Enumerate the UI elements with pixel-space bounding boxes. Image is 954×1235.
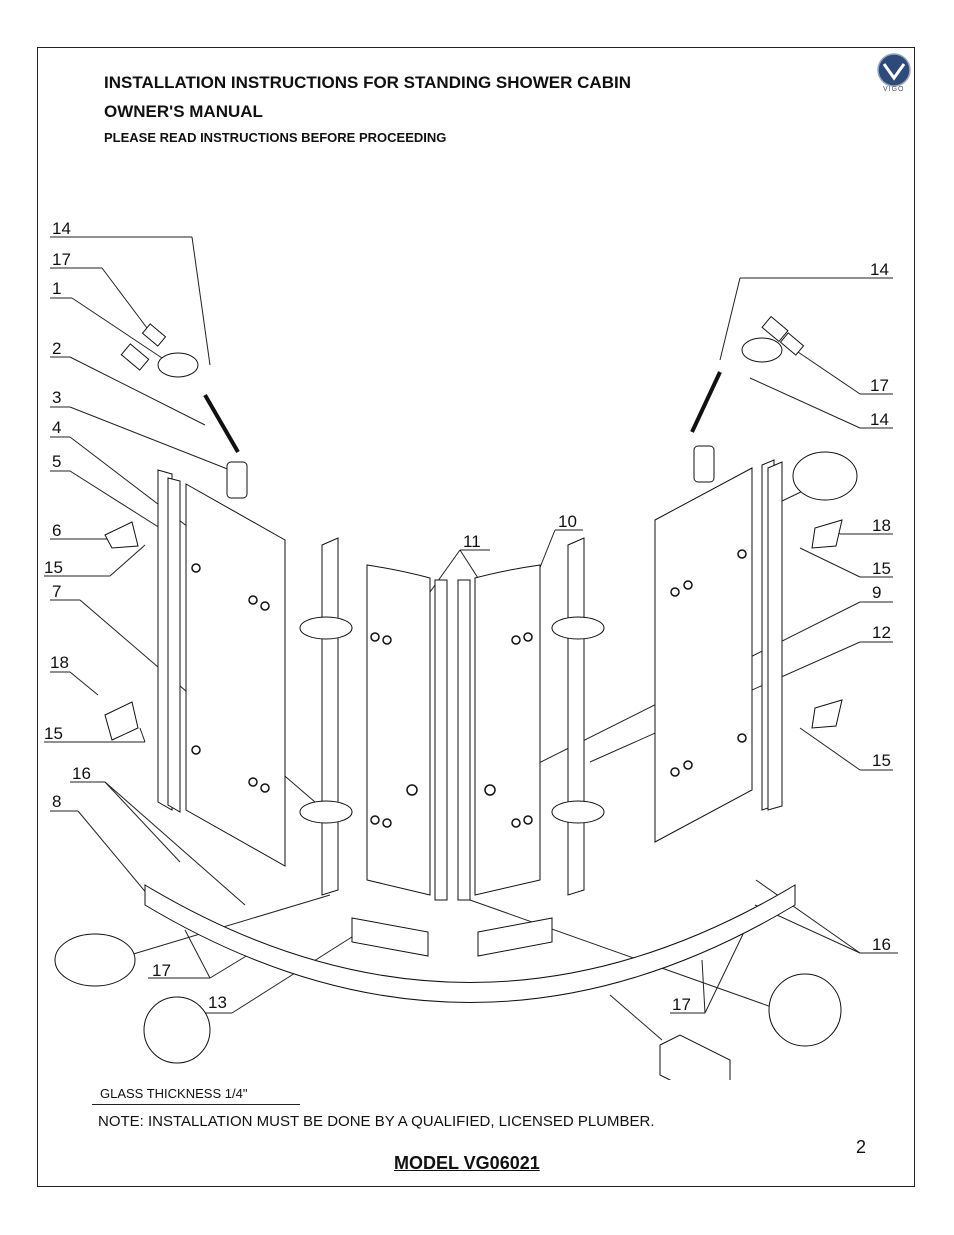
part-label-17: 17	[870, 376, 889, 395]
part-label-17: 17	[52, 250, 71, 269]
page-frame	[37, 47, 915, 1187]
part-label-18: 18	[872, 516, 891, 535]
part-label-9: 9	[872, 583, 881, 602]
glass-thickness-underline	[92, 1104, 300, 1105]
part-label-14: 14	[52, 219, 71, 238]
part-label-14: 14	[870, 410, 889, 429]
model-number: MODEL VG06021	[394, 1153, 540, 1173]
part-label-15: 15	[44, 724, 63, 743]
page-number: 2	[856, 1137, 867, 1157]
exploded-assembly-diagram: 14 17 1 2 3 4 5 6 15 7 18 15 16 8 17 13 …	[44, 219, 898, 1080]
glass-thickness-note: GLASS THICKNESS 1/4"	[100, 1086, 248, 1101]
plumber-note: NOTE: INSTALLATION MUST BE DONE BY A QUA…	[98, 1113, 655, 1130]
read-instructions-note: PLEASE READ INSTRUCTIONS BEFORE PROCEEDI…	[104, 130, 447, 145]
part-label-17: 17	[672, 995, 691, 1014]
part-label-3: 3	[52, 388, 61, 407]
part-label-6: 6	[52, 521, 61, 540]
part-label-10: 10	[558, 512, 577, 531]
part-label-18: 18	[50, 653, 69, 672]
vigo-logo-icon	[877, 53, 911, 87]
part-label-16: 16	[72, 764, 91, 783]
part-label-2: 2	[52, 339, 61, 358]
part-label-13: 13	[208, 993, 227, 1012]
part-label-12: 12	[872, 623, 891, 642]
part-label-17: 17	[152, 961, 171, 980]
part-label-7: 7	[52, 582, 61, 601]
part-label-16: 16	[872, 935, 891, 954]
part-label-5: 5	[52, 452, 61, 471]
part-label-15: 15	[872, 751, 891, 770]
page-subtitle: OWNER'S MANUAL	[104, 102, 263, 121]
part-label-14: 14	[870, 260, 889, 279]
part-label-11: 11	[463, 532, 481, 551]
logo-text: VIGO	[883, 86, 905, 93]
part-label-4: 4	[52, 418, 61, 437]
part-label-8: 8	[52, 792, 61, 811]
part-label-15: 15	[44, 558, 63, 577]
part-label-15: 15	[872, 559, 891, 578]
part-label-1: 1	[52, 279, 61, 298]
page-title: INSTALLATION INSTRUCTIONS FOR STANDING S…	[104, 73, 631, 92]
